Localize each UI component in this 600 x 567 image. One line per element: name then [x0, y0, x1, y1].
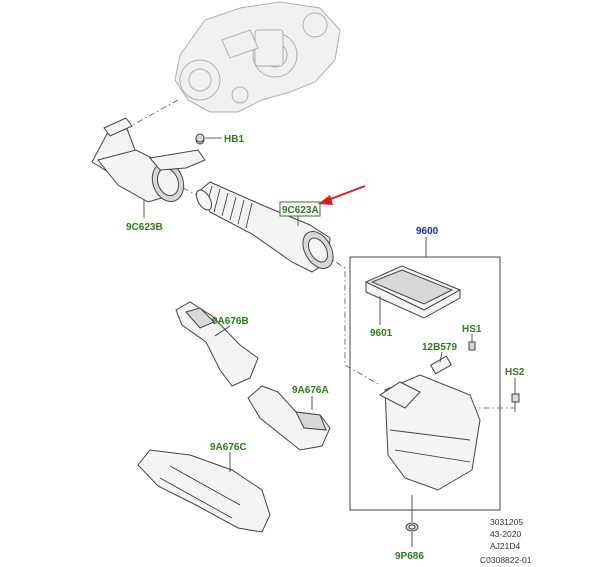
- connection-line-airbox: [324, 254, 381, 386]
- part-9a676b: [175, 301, 259, 387]
- part-9c623b: [91, 117, 206, 203]
- label-9a676a: 9A676A: [292, 385, 329, 396]
- highlight-box-9c623a: [279, 201, 321, 217]
- label-9p686: 9P686: [395, 551, 424, 562]
- label-9a676b: 9A676B: [212, 316, 249, 327]
- ref-line-4: C0308822-01: [480, 555, 532, 565]
- hardware-9p686: [405, 495, 419, 547]
- ref-line-2: 43-2020: [490, 529, 521, 539]
- label-9600: 9600: [416, 226, 439, 237]
- hardware-hs1: [468, 334, 476, 351]
- part-9a676a: [247, 385, 331, 451]
- label-hs1: HS1: [462, 324, 482, 335]
- label-12b579: 12B579: [422, 342, 457, 353]
- part-9a676c: [137, 449, 271, 533]
- label-9a676c: 9A676C: [210, 442, 247, 453]
- part-9c623a: [195, 181, 334, 273]
- label-9601: 9601: [370, 328, 393, 339]
- ref-line-1: 3031205: [490, 517, 523, 527]
- part-air-cleaner-housing: [379, 374, 481, 491]
- label-hs2: HS2: [505, 367, 525, 378]
- hardware-hb1: [195, 133, 222, 143]
- engine-turbo-background: [174, 1, 341, 113]
- label-9c623a: 9C623A: [282, 205, 319, 216]
- hardware-hs2: [511, 378, 520, 412]
- ref-line-3: AJ21D4: [490, 541, 521, 551]
- label-9c623b: 9C623B: [126, 222, 163, 233]
- leader-9a676b: [214, 325, 231, 337]
- part-9601-filter: [364, 265, 462, 319]
- assembly-box-9600: [349, 256, 501, 511]
- reference-block: 3031205 43-2020 AJ21D4 C0308822-01: [480, 517, 532, 565]
- callout-arrow: [318, 185, 366, 205]
- label-hb1: HB1: [224, 134, 244, 145]
- hardware-12b579: [430, 351, 452, 375]
